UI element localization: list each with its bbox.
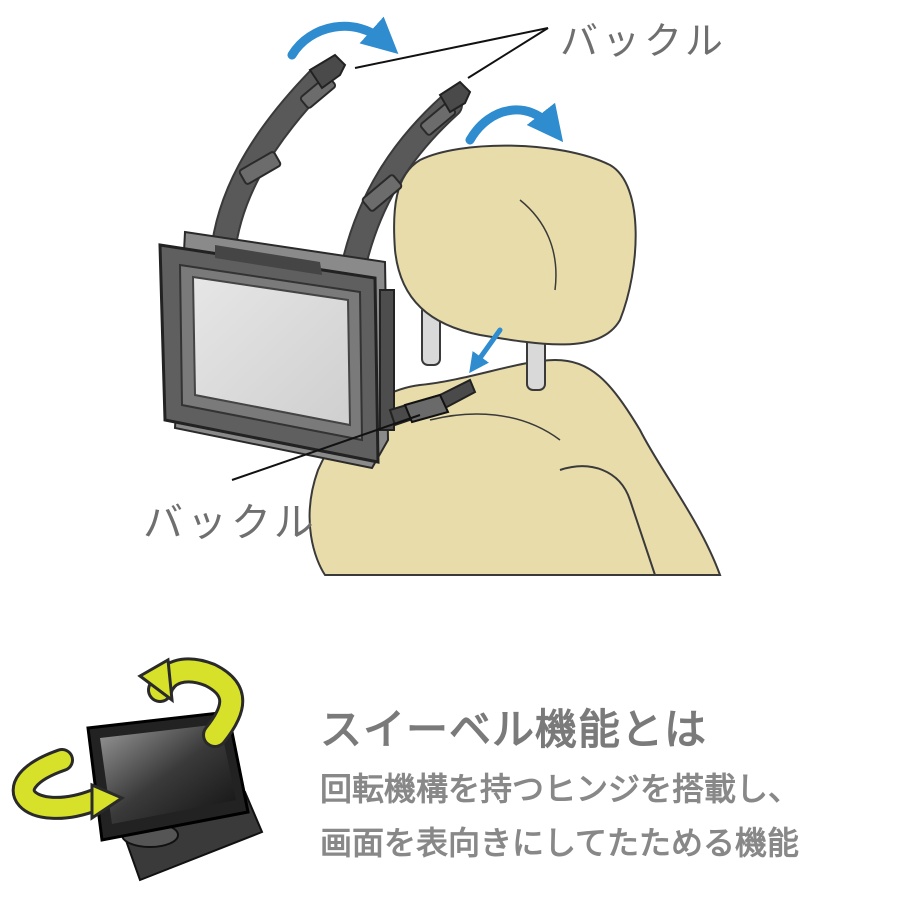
rotation-arrows-blue xyxy=(287,16,564,374)
buckle-top-left xyxy=(308,53,347,90)
buckle-label-top: バックル xyxy=(560,19,727,63)
buckle-top-right xyxy=(438,80,472,114)
swivel-title: スイーベル機能とは xyxy=(320,705,708,754)
pointer-lines xyxy=(231,27,549,481)
swivel-desc-line1: 回転機構を持つヒンジを搭載し、 xyxy=(320,770,801,808)
monitor-screen xyxy=(191,275,352,427)
arrow-top-right xyxy=(465,102,564,145)
arrow-down xyxy=(469,327,503,374)
arrow-top-left xyxy=(287,16,399,60)
swivel-description: 回転機構を持つヒンジを搭載し、 画面を表向きにしてたためる機能 xyxy=(320,762,800,870)
buckle-bottom xyxy=(403,393,450,424)
buckle-label-bottom: バックル xyxy=(143,500,318,546)
monitor-holder xyxy=(158,230,477,470)
headrest xyxy=(393,144,637,346)
swivel-illustration xyxy=(11,657,264,882)
swivel-desc-line2: 画面を表向きにしてたためる機能 xyxy=(320,824,800,862)
